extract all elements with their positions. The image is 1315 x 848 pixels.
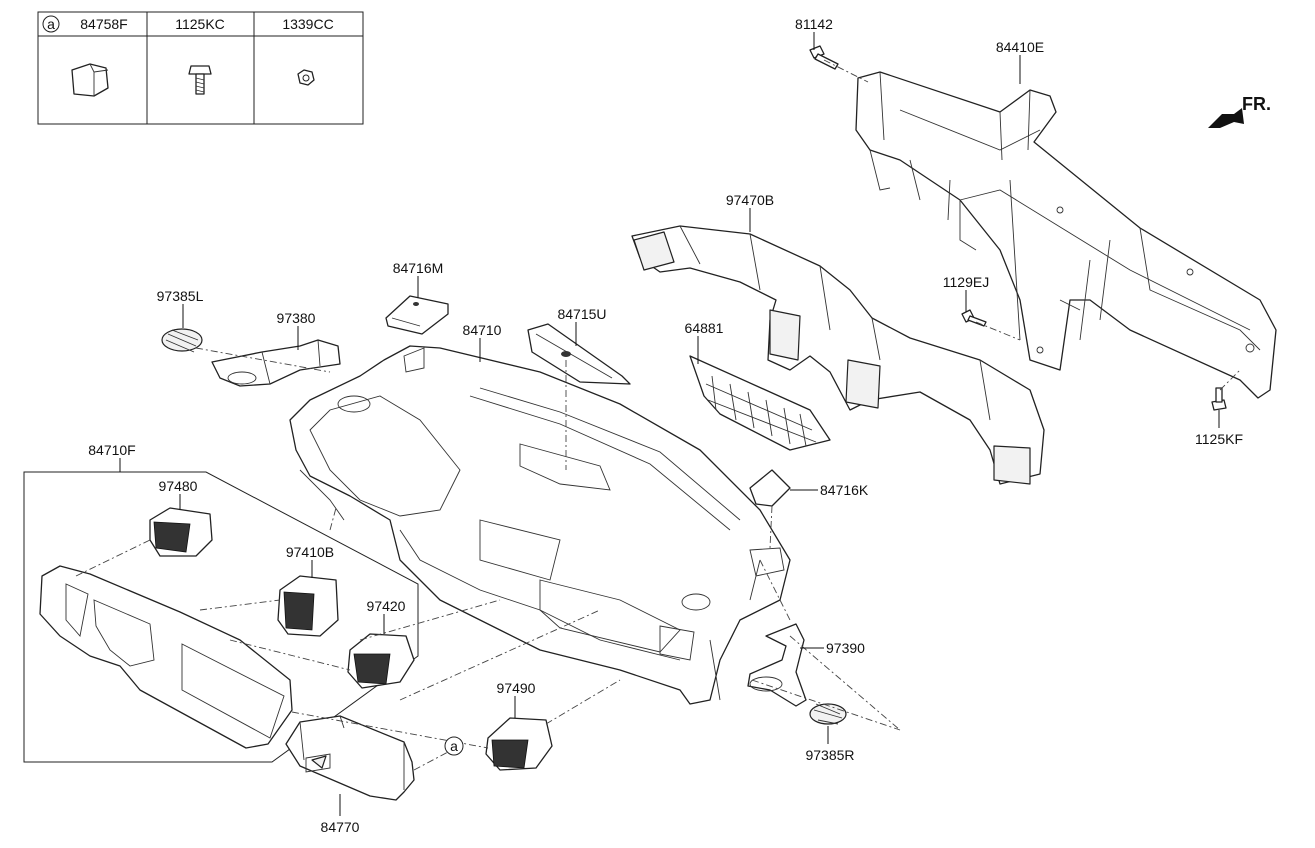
callout-a-label: a	[450, 738, 458, 754]
crash-pad-main-panel	[289, 345, 791, 705]
legend-table: a 84758F 1125KC 1339CC	[37, 11, 364, 125]
label-97380: 97380	[277, 310, 316, 326]
label-84716K: 84716K	[820, 482, 869, 498]
label-97480: 97480	[159, 478, 198, 494]
label-97420: 97420	[367, 598, 406, 614]
nut-icon	[297, 69, 315, 86]
legend-col-84758F: 84758F	[80, 16, 127, 32]
label-97470B: 97470B	[726, 192, 774, 208]
label-84715U: 84715U	[557, 306, 606, 322]
cover-84716K	[749, 469, 791, 507]
dash-filler-panel	[689, 355, 831, 451]
clip-icon	[71, 63, 109, 97]
label-84770: 84770	[321, 819, 360, 835]
label-1125KF: 1125KF	[1195, 431, 1243, 447]
label-97490: 97490	[497, 680, 536, 696]
label-97390: 97390	[826, 640, 865, 656]
cowl-cross-bar-assembly	[855, 71, 1277, 399]
label-97410B: 97410B	[286, 544, 334, 560]
front-direction-indicator: FR.	[1208, 94, 1271, 128]
label-84710F: 84710F	[88, 442, 135, 458]
garnish-group-84710F	[23, 471, 419, 763]
front-direction-label: FR.	[1242, 94, 1271, 114]
vent-97420	[347, 633, 415, 689]
vent-97410B	[277, 575, 339, 637]
part-labels: 81142 84410E 97470B 84716M 97385L 97380 …	[88, 16, 1243, 835]
side-grille-left	[161, 328, 203, 353]
label-84710: 84710	[463, 322, 502, 338]
label-81142: 81142	[795, 16, 833, 32]
leader-lines	[119, 32, 1220, 816]
label-97385L: 97385L	[157, 288, 204, 304]
label-64881: 64881	[685, 320, 724, 336]
label-1129EJ: 1129EJ	[943, 274, 989, 290]
legend-col-1339CC: 1339CC	[282, 16, 333, 32]
center-upper-cover	[527, 323, 631, 385]
label-84716M: 84716M	[393, 260, 444, 276]
bolt-1125KF	[1211, 387, 1227, 411]
speaker-cover-84716M	[385, 295, 449, 335]
label-97385R: 97385R	[805, 747, 854, 763]
callout-a: a	[444, 736, 464, 756]
side-vent-duct-left	[211, 339, 341, 387]
bolt-1129EJ	[961, 309, 987, 327]
vent-97480	[149, 507, 213, 557]
glove-box-84770	[285, 715, 415, 801]
side-vent-duct-right	[747, 623, 807, 707]
legend-marker: a	[47, 16, 55, 32]
bolt-icon	[188, 65, 212, 95]
vent-97490	[485, 717, 553, 771]
label-84410E: 84410E	[996, 39, 1044, 55]
side-grille-right	[809, 703, 847, 725]
legend-col-1125KC: 1125KC	[175, 16, 225, 32]
center-vent-duct	[631, 225, 1045, 485]
